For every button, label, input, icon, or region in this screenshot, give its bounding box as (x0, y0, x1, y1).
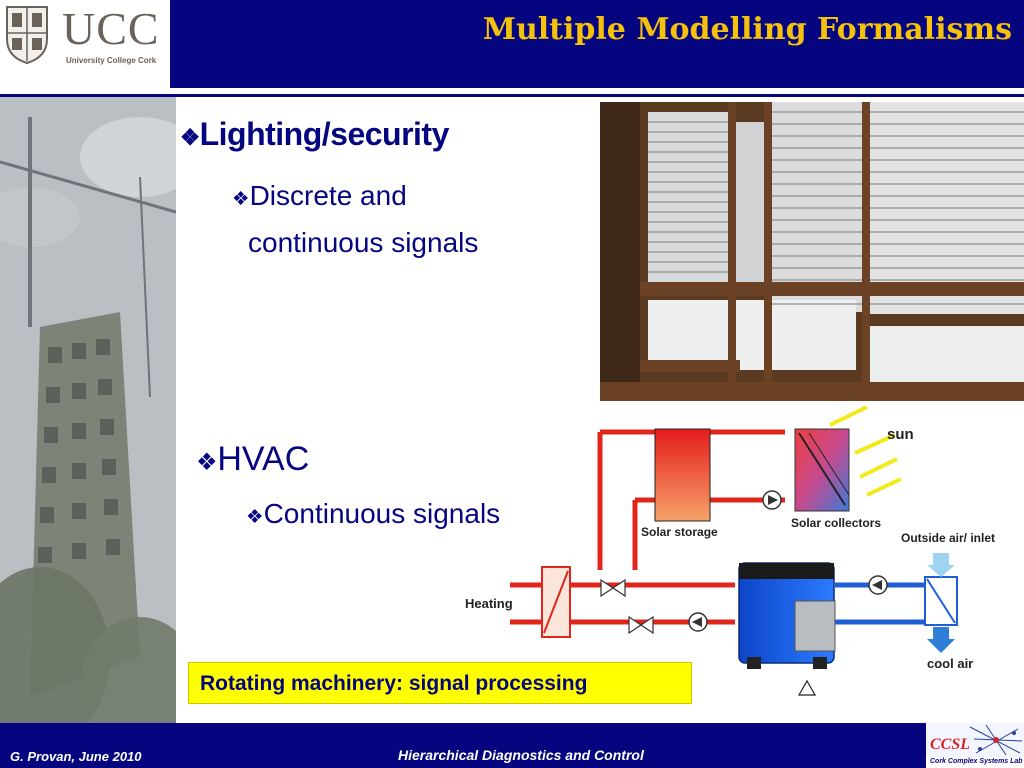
cool-air-arrow-icon (927, 627, 955, 653)
svg-text:CCSL: CCSL (930, 736, 970, 753)
air-inlet-arrow-icon (927, 553, 955, 577)
crest-icon (6, 6, 48, 65)
solar-storage-label: Solar storage (641, 525, 718, 539)
valve-icon (600, 578, 615, 598)
solar-storage-tank (654, 428, 711, 522)
ucc-logo: UCC University College Cork (0, 0, 170, 88)
bullet-hvac-label: HVAC (217, 440, 310, 478)
window-blinds-photo (600, 102, 1024, 401)
solar-collectors-label: Solar collectors (791, 516, 881, 530)
bullet-lighting-sub-line1: Discrete and (249, 180, 407, 211)
bullet-lighting-label: Lighting/security (199, 116, 450, 152)
footer-bar: G. Provan, June 2010 Hierarchical Diagno… (0, 723, 1024, 768)
bullet-lighting: ❖Lighting/security (180, 116, 449, 153)
window-blinds-image (600, 102, 1024, 401)
heating-label: Heating (465, 596, 513, 611)
bullet-hvac-sub-label: Continuous signals (263, 498, 501, 529)
bullet-diamond-icon: ❖ (246, 506, 264, 528)
rotating-machinery-unit (738, 562, 836, 669)
header-bar: UCC University College Cork Multiple Mod… (0, 0, 1024, 88)
lab-logo: CCSL Cork Complex Systems Lab (926, 723, 1024, 768)
bullet-diamond-icon: ❖ (232, 188, 250, 210)
lab-logo-label: Cork Complex Systems Lab (930, 758, 1023, 765)
logo-subtitle: University College Cork (66, 56, 157, 65)
warning-triangle-icon (797, 679, 817, 696)
cool-air-label: cool air (927, 656, 973, 671)
sun-label: sun (887, 426, 914, 443)
lab-logo-graphic: CCSL (926, 723, 1024, 757)
slide-title: Multiple Modelling Formalisms (482, 12, 1012, 47)
bullet-diamond-icon: ❖ (180, 125, 200, 150)
hvac-diagram: Solar storage Solar collectors sun Heati… (465, 405, 995, 696)
bullet-lighting-sub-line2: continuous signals (248, 227, 479, 258)
header-divider (0, 88, 1024, 97)
bullet-hvac-sub: ❖Continuous signals (246, 498, 500, 530)
sun-rays-icon (829, 405, 902, 497)
valve-icon (611, 578, 626, 598)
tower-crane-image (0, 97, 176, 723)
footer-subtitle: Hierarchical Diagnostics and Control (398, 747, 644, 763)
valve-icon (639, 615, 654, 635)
bullet-lighting-sub: ❖Discrete and continuous signals (232, 174, 562, 265)
side-decorative-image (0, 97, 176, 723)
bullet-diamond-icon: ❖ (196, 449, 218, 476)
valve-icon (628, 615, 643, 635)
footer-author: G. Provan, June 2010 (10, 749, 142, 764)
logo-text: UCC (62, 3, 160, 54)
outside-air-label: Outside air/ inlet (901, 531, 995, 545)
callout-box: Rotating machinery: signal processing (188, 662, 692, 704)
bullet-hvac: ❖HVAC (196, 440, 309, 479)
